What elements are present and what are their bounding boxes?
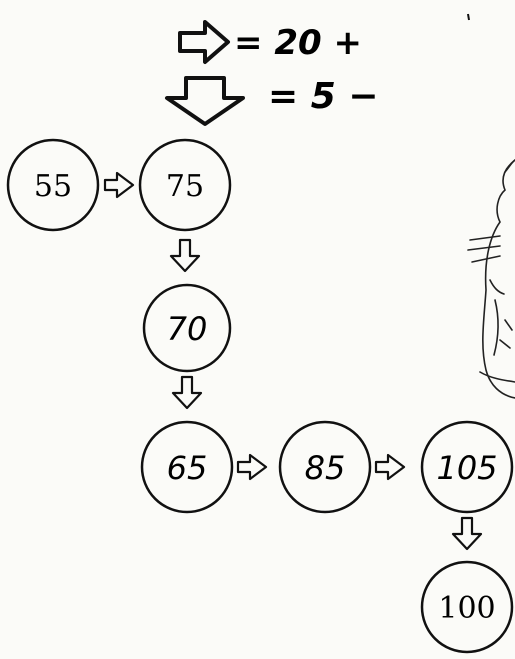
node-75-value: 75 [166, 169, 204, 204]
edge-down-arrow-icon [171, 375, 203, 410]
ink-speck [467, 13, 470, 21]
edge-down-arrow-icon [451, 516, 483, 551]
node-85-circle [278, 420, 372, 514]
edge-right-arrow-icon [103, 171, 135, 199]
node-65-value: 65 [167, 449, 208, 487]
node-100-circle [420, 560, 514, 654]
edge-right-arrow-icon [374, 453, 406, 481]
legend: = 20 + = 5 − [165, 20, 378, 126]
edges [103, 171, 483, 551]
node-100-value: 100 [438, 591, 495, 626]
right-arrow-rule: = 20 + [234, 23, 362, 63]
node-65-circle [140, 420, 234, 514]
down-arrow-rule: = 5 − [268, 76, 378, 117]
down-arrow-icon [165, 76, 245, 126]
nodes: 55 75 70 65 85 105 100 [6, 138, 514, 654]
cat-sketch-icon [467, 159, 515, 399]
node-55-value: 55 [34, 169, 72, 204]
edge-right-arrow-icon [236, 453, 268, 481]
node-75-circle [138, 138, 232, 232]
node-105-circle [420, 420, 514, 514]
node-70-value: 70 [167, 310, 208, 348]
node-105-value: 105 [436, 449, 497, 487]
node-70-circle [142, 283, 232, 373]
edge-down-arrow-icon [169, 238, 201, 273]
node-55-circle [6, 138, 100, 232]
right-arrow-icon [178, 20, 230, 64]
node-85-value: 85 [305, 449, 346, 487]
